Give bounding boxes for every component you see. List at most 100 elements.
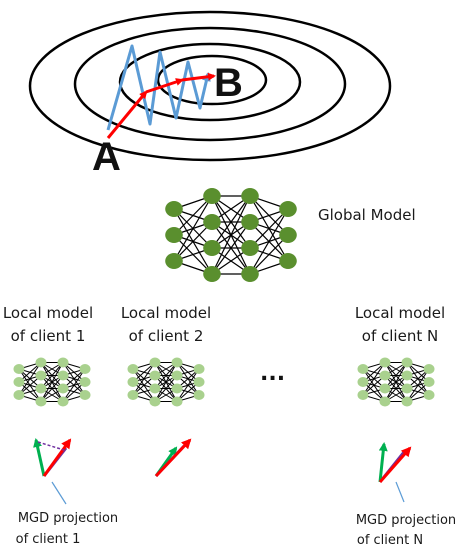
- network-node: [79, 364, 91, 374]
- network-node: [203, 188, 221, 204]
- network-node: [203, 240, 221, 256]
- network-edge: [211, 195, 251, 275]
- network-node: [203, 214, 221, 230]
- client-n-gradient-vectors: [378, 442, 412, 483]
- network-node: [241, 240, 259, 256]
- network-node: [13, 364, 25, 374]
- network-node: [423, 364, 435, 374]
- client-n-title-line1: Local model: [355, 304, 445, 322]
- network-node: [57, 357, 69, 368]
- client-2-title-line2: of client 2: [129, 327, 204, 345]
- network-node: [379, 370, 391, 381]
- network-node: [401, 370, 413, 381]
- network-node: [171, 383, 183, 394]
- network-node: [35, 396, 47, 407]
- network-node: [193, 364, 205, 374]
- end-point-label: B: [214, 61, 243, 105]
- ellipsis: ...: [260, 361, 285, 386]
- network-node: [193, 390, 205, 400]
- network-node: [149, 383, 161, 394]
- client-1-network: [13, 357, 91, 407]
- network-edge: [132, 362, 156, 396]
- network-node: [241, 266, 259, 282]
- network-edge: [176, 368, 200, 402]
- client-2-title-line1: Local model: [121, 304, 211, 322]
- network-node: [35, 357, 47, 368]
- network-edge: [173, 221, 213, 262]
- red-vector: [154, 438, 192, 478]
- network-node: [13, 377, 25, 387]
- network-node: [127, 390, 139, 400]
- network-node: [79, 377, 91, 387]
- network-node: [241, 188, 259, 204]
- client-1-title-line1: Local model: [3, 304, 93, 322]
- network-edge: [362, 362, 386, 396]
- start-point-label: A: [92, 135, 121, 179]
- global-model-label: Global Model: [318, 206, 416, 224]
- projection-client-n-line2: of client N: [357, 533, 423, 544]
- network-node: [401, 383, 413, 394]
- red-vector: [42, 438, 72, 477]
- loss-contours: [28, 10, 392, 162]
- network-node: [149, 396, 161, 407]
- network-edge: [173, 195, 213, 262]
- network-node: [149, 370, 161, 381]
- network-edge: [249, 208, 289, 249]
- client-2-network: [127, 357, 205, 407]
- network-edge: [173, 195, 213, 236]
- client-1-title-line2: of client 1: [11, 327, 86, 345]
- contour-ring: [156, 54, 268, 106]
- network-edge: [249, 208, 289, 275]
- network-node: [57, 370, 69, 381]
- network-node: [165, 201, 183, 217]
- network-node: [171, 370, 183, 381]
- network-node: [203, 266, 221, 282]
- green-vector: [33, 438, 46, 477]
- network-node: [279, 201, 297, 217]
- network-edge: [406, 368, 430, 402]
- network-node: [423, 377, 435, 387]
- network-node: [193, 377, 205, 387]
- red-vector: [378, 446, 412, 483]
- network-node: [79, 390, 91, 400]
- client-n-title-line2: of client N: [362, 327, 438, 345]
- client-1-gradient-vectors: [33, 438, 72, 477]
- direct-descent-path: [106, 72, 216, 139]
- projection-dashed-line: [37, 441, 65, 451]
- projection-client-1-line1: MGD projection: [18, 511, 118, 526]
- network-node: [127, 377, 139, 387]
- network-node: [357, 364, 369, 374]
- network-node: [423, 390, 435, 400]
- network-edge: [18, 362, 42, 396]
- network-edge: [40, 362, 64, 402]
- contour-ring: [73, 26, 347, 142]
- network-edge: [384, 375, 408, 402]
- network-edge: [211, 195, 251, 249]
- network-edge: [40, 362, 64, 389]
- network-edge: [154, 362, 178, 402]
- network-node: [241, 214, 259, 230]
- global-model-network: [165, 188, 297, 282]
- client-2-gradient-vectors: [154, 438, 192, 478]
- network-node: [35, 383, 47, 394]
- green-vector: [378, 442, 388, 483]
- network-node: [357, 377, 369, 387]
- network-node: [171, 396, 183, 407]
- network-node: [35, 370, 47, 381]
- network-edge: [62, 368, 86, 402]
- network-edge: [384, 362, 408, 402]
- network-edge: [154, 375, 178, 402]
- projection-client-1-line2: of client 1: [16, 532, 81, 544]
- network-node: [149, 357, 161, 368]
- network-node: [379, 383, 391, 394]
- projection-pointer-line: [395, 481, 405, 503]
- network-node: [57, 396, 69, 407]
- network-node: [401, 396, 413, 407]
- network-node: [279, 253, 297, 269]
- network-node: [401, 357, 413, 368]
- network-node: [57, 383, 69, 394]
- projection-client-n-line1: MGD projection: [356, 513, 456, 528]
- network-node: [171, 357, 183, 368]
- contour-ring: [118, 42, 302, 122]
